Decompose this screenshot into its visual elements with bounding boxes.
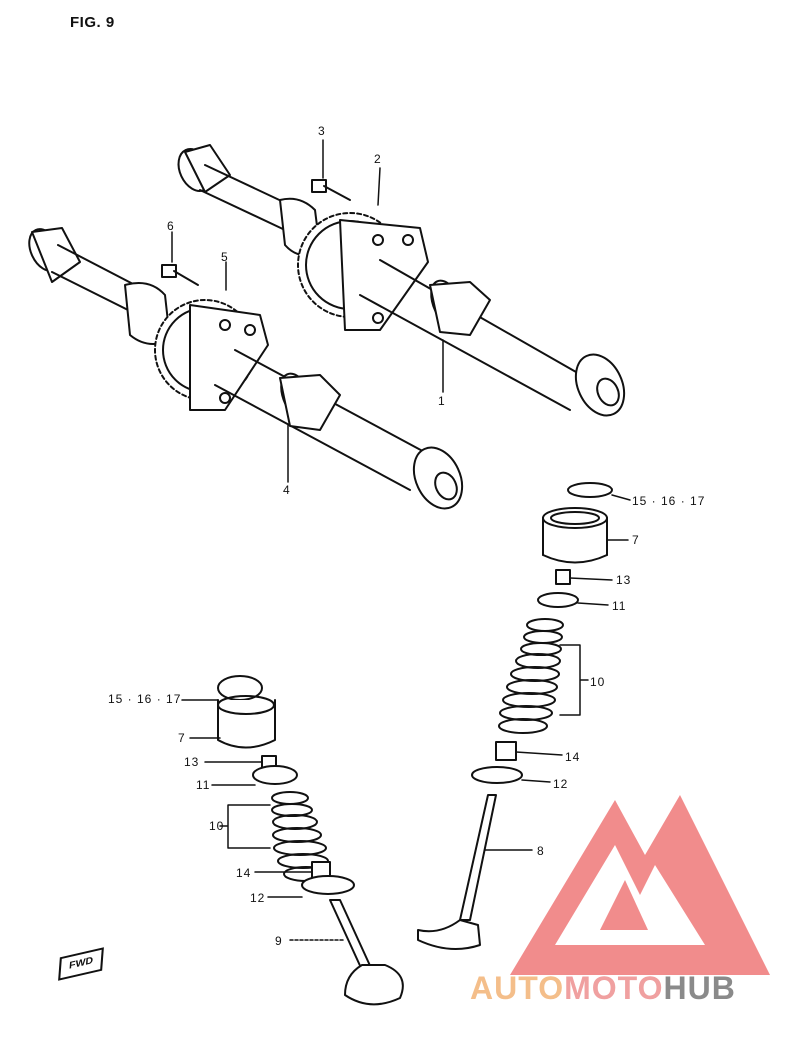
valve-spring-right	[498, 618, 564, 734]
label-left-shim: 15 · 16 · 17	[108, 692, 182, 706]
label-part-2: 2	[374, 152, 382, 166]
label-left-seal: 14	[236, 866, 252, 880]
label-left-tappet: 7	[178, 731, 186, 745]
bolt-3	[311, 179, 351, 201]
label-left-retainer: 11	[196, 778, 211, 792]
bolt-6	[161, 264, 199, 286]
label-part-3: 3	[318, 124, 326, 138]
label-left-seat: 12	[250, 891, 266, 905]
watermark-text: AUTOMOTOHUB	[470, 970, 736, 1007]
camshaft-4	[28, 227, 464, 510]
label-part-5: 5	[221, 250, 229, 264]
label-right-retainer: 11	[612, 599, 627, 613]
cam-sprocket-2	[297, 212, 429, 331]
label-right-shim: 15 · 16 · 17	[632, 494, 706, 508]
label-right-tappet: 7	[632, 533, 640, 547]
watermark-part-moto: MOTO	[564, 970, 664, 1006]
figure-title: FIG. 9	[70, 14, 115, 31]
label-right-valve: 8	[537, 844, 545, 858]
camshaft-1	[177, 144, 626, 417]
watermark-logo	[510, 795, 770, 975]
label-right-cotter: 13	[616, 573, 632, 587]
label-left-valve: 9	[275, 934, 283, 948]
valve-assembly-right	[417, 482, 631, 950]
label-right-seat: 12	[553, 777, 569, 791]
label-part-1: 1	[438, 394, 446, 408]
label-left-spring: 10	[209, 819, 225, 833]
watermark-part-auto: AUTO	[470, 970, 565, 1006]
valve-assembly-left	[181, 675, 404, 1006]
cam-sprocket-5	[154, 299, 269, 411]
watermark-part-hub: HUB	[663, 970, 736, 1006]
label-right-seal: 14	[565, 750, 581, 764]
label-left-cotter: 13	[184, 755, 200, 769]
label-right-spring: 10	[590, 675, 606, 689]
label-part-4: 4	[283, 483, 291, 497]
label-part-6: 6	[167, 219, 175, 233]
